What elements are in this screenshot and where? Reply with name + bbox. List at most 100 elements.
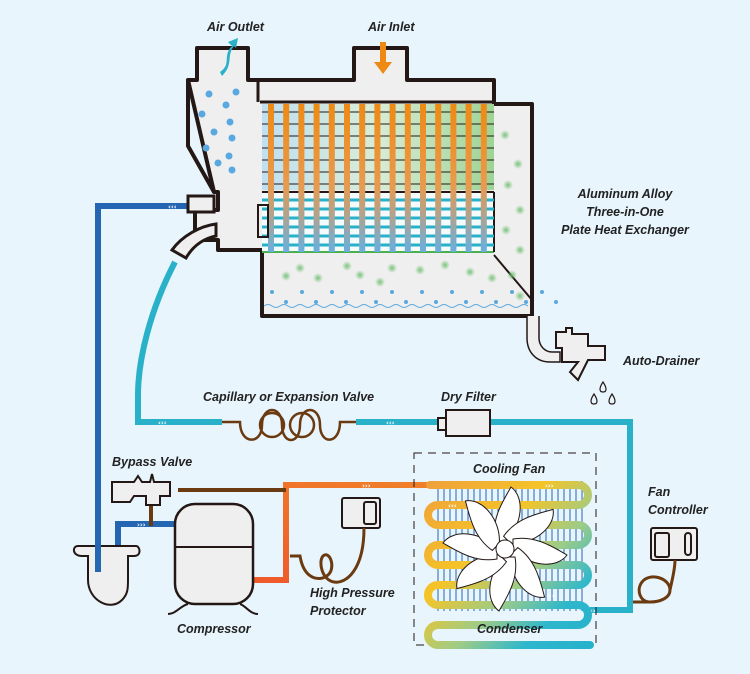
flow-arrow: ››› (137, 521, 146, 529)
fan-hub (495, 539, 515, 559)
accumulator (72, 545, 141, 606)
water-drop (330, 290, 334, 294)
condenser-label: Condenser (477, 622, 543, 636)
air-inlet-label: Air Inlet (368, 20, 415, 34)
compressor (167, 502, 259, 615)
fan-blade (464, 500, 500, 552)
fan-controller-label-line1: Fan (648, 485, 671, 499)
heat-exchanger-label: Aluminum Alloy Three-in-One Plate Heat E… (560, 185, 690, 239)
bypass-valve (111, 473, 171, 506)
dry-air-dot (415, 265, 425, 275)
cooling-fan-label: Cooling Fan (473, 462, 546, 476)
water-drop (480, 290, 484, 294)
moisture-dot (202, 144, 210, 152)
moisture-particles (198, 88, 558, 304)
hot-air-channel (374, 104, 381, 252)
condenser-to-filter-pipe (490, 419, 633, 613)
high-pressure-protector-label-line1: High Pressure (310, 586, 395, 600)
discharge-line (254, 482, 560, 583)
water-drop (270, 290, 274, 294)
fan-controller (633, 527, 698, 604)
water-drop (540, 290, 544, 294)
capillary-coil (222, 408, 356, 442)
dry-filter (437, 409, 491, 437)
suction-line (95, 203, 190, 570)
water-drop (284, 300, 288, 304)
dry-air-dot (295, 263, 305, 273)
dry-air-dot (465, 267, 475, 277)
moisture-dot (225, 152, 233, 160)
flow-arrow: ‹‹‹ (158, 419, 167, 427)
high-pressure-protector (290, 497, 381, 584)
water-drop (390, 290, 394, 294)
moisture-dot (228, 166, 236, 174)
hot-air-channel (450, 104, 457, 252)
dry-air-dot (342, 261, 352, 271)
moisture-dot (228, 134, 236, 142)
moisture-dot (214, 159, 222, 167)
high-pressure-protector-label-line2: Protector (310, 604, 366, 618)
hot-air-channel (298, 104, 305, 252)
dry-air-dot (281, 271, 291, 281)
water-drop (420, 290, 424, 294)
hot-air-channel (359, 104, 366, 252)
water-drop (344, 300, 348, 304)
hot-air-channel (344, 104, 350, 252)
water-drop (510, 290, 514, 294)
heat-exchanger-label-line3: Plate Heat Exchanger (561, 223, 689, 237)
water-drop (464, 300, 468, 304)
air-outlet-label: Air Outlet (207, 20, 264, 34)
flow-arrow: ‹‹‹ (386, 419, 395, 427)
auto-drainer-label: Auto-Drainer (623, 354, 700, 368)
dry-air-dot (387, 263, 397, 273)
water-drop (450, 290, 454, 294)
fan-controller-label-line2: Controller (648, 503, 708, 517)
moisture-dot (210, 128, 218, 136)
cooling-fan-icon (442, 486, 568, 612)
high-pressure-protector-label: High Pressure Protector (310, 584, 395, 620)
hot-air-channel (404, 104, 411, 252)
water-drop (404, 300, 408, 304)
flow-arrow: ‹‹‹ (546, 592, 555, 600)
dry-air-dot (501, 225, 511, 235)
heat-exchanger (169, 38, 558, 318)
water-drop (494, 300, 498, 304)
hot-air-channel (283, 104, 290, 252)
water-drop (554, 300, 558, 304)
water-drop (374, 300, 378, 304)
water-drop (434, 300, 438, 304)
dry-air-dot (440, 260, 450, 270)
capillary-label: Capillary or Expansion Valve (203, 390, 375, 404)
heat-exchanger-plates (262, 104, 494, 252)
flow-arrow: ››› (362, 482, 371, 490)
dry-filter-label: Dry Filter (441, 390, 496, 404)
dry-air-dot (500, 130, 510, 140)
dry-air-dot (513, 159, 523, 169)
flow-arrow: ‹‹‹ (168, 203, 177, 211)
dry-air-dot (507, 270, 517, 280)
dry-air-dot (375, 277, 385, 287)
heat-exchanger-label-line1: Aluminum Alloy (577, 187, 673, 201)
hot-air-channel (435, 104, 442, 252)
hot-air-channel (313, 104, 320, 252)
moisture-dot (226, 118, 234, 126)
hot-air-channel (328, 104, 335, 252)
air-inlet-arrow-icon (374, 42, 392, 74)
hot-air-channel (420, 104, 426, 252)
moisture-dot (205, 90, 213, 98)
fan-controller-label: Fan Controller (648, 483, 708, 519)
bypass-valve-label: Bypass Valve (112, 455, 193, 469)
dry-air-dot (355, 270, 365, 280)
compressor-label: Compressor (177, 622, 251, 636)
heat-exchanger-label-line2: Three-in-One (586, 205, 664, 219)
accumulator-to-compressor-pipe (115, 521, 175, 548)
hot-air-channel (465, 104, 472, 252)
hot-air-channel (480, 104, 487, 252)
water-drop (524, 300, 528, 304)
water-drop (300, 290, 304, 294)
water-drop (360, 290, 364, 294)
dry-air-dot (313, 273, 323, 283)
air-outlet-arrow-icon (220, 38, 238, 76)
moisture-dot (222, 101, 230, 109)
